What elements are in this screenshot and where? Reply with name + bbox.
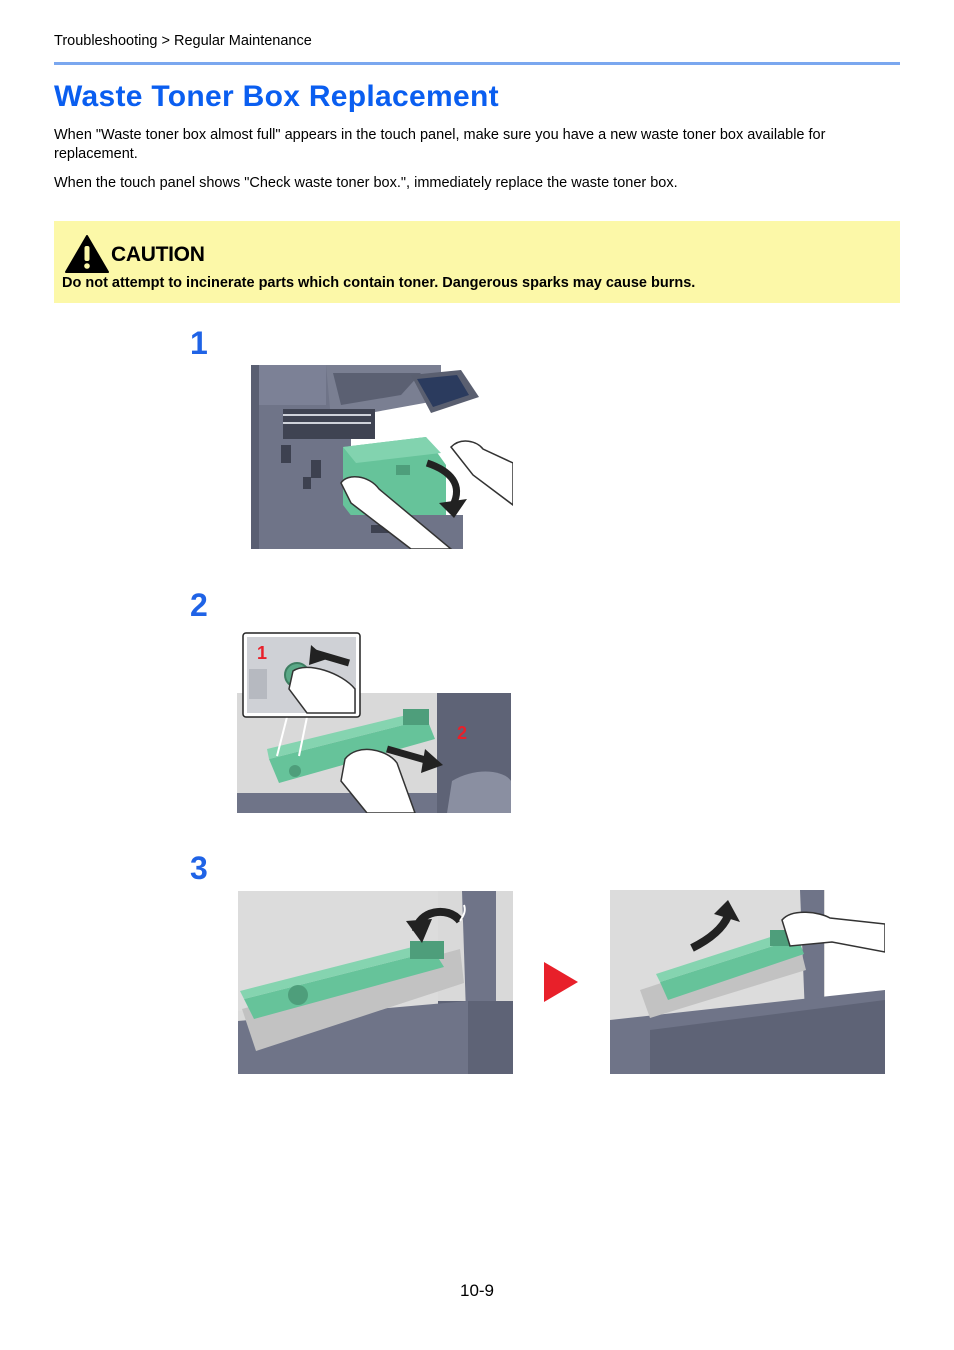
step-1-illustration (251, 365, 513, 549)
step-number-2: 2 (190, 587, 208, 623)
intro-paragraph-1: When "Waste toner box almost full" appea… (54, 127, 826, 162)
caution-text: Do not attempt to incinerate parts which… (62, 275, 696, 291)
caution-title: CAUTION (111, 243, 205, 266)
breadcrumb: Troubleshooting > Regular Maintenance (54, 33, 312, 49)
next-arrow-icon (544, 962, 580, 1002)
step-3-illustration-left (238, 891, 513, 1074)
intro-paragraph-2: When the touch panel shows "Check waste … (54, 175, 678, 191)
step-number-1: 1 (190, 325, 208, 361)
step-3-illustration-right (610, 890, 885, 1074)
caution-box (54, 221, 900, 303)
callout-1: 1 (257, 643, 267, 663)
warning-triangle-icon (64, 234, 110, 274)
header-rule (54, 62, 900, 65)
step-2-illustration: 1 2 (237, 631, 512, 813)
callout-2: 2 (457, 723, 467, 743)
page-title: Waste Toner Box Replacement (54, 80, 499, 113)
page-number: 10-9 (459, 1281, 495, 1300)
step-number-3: 3 (190, 850, 208, 886)
